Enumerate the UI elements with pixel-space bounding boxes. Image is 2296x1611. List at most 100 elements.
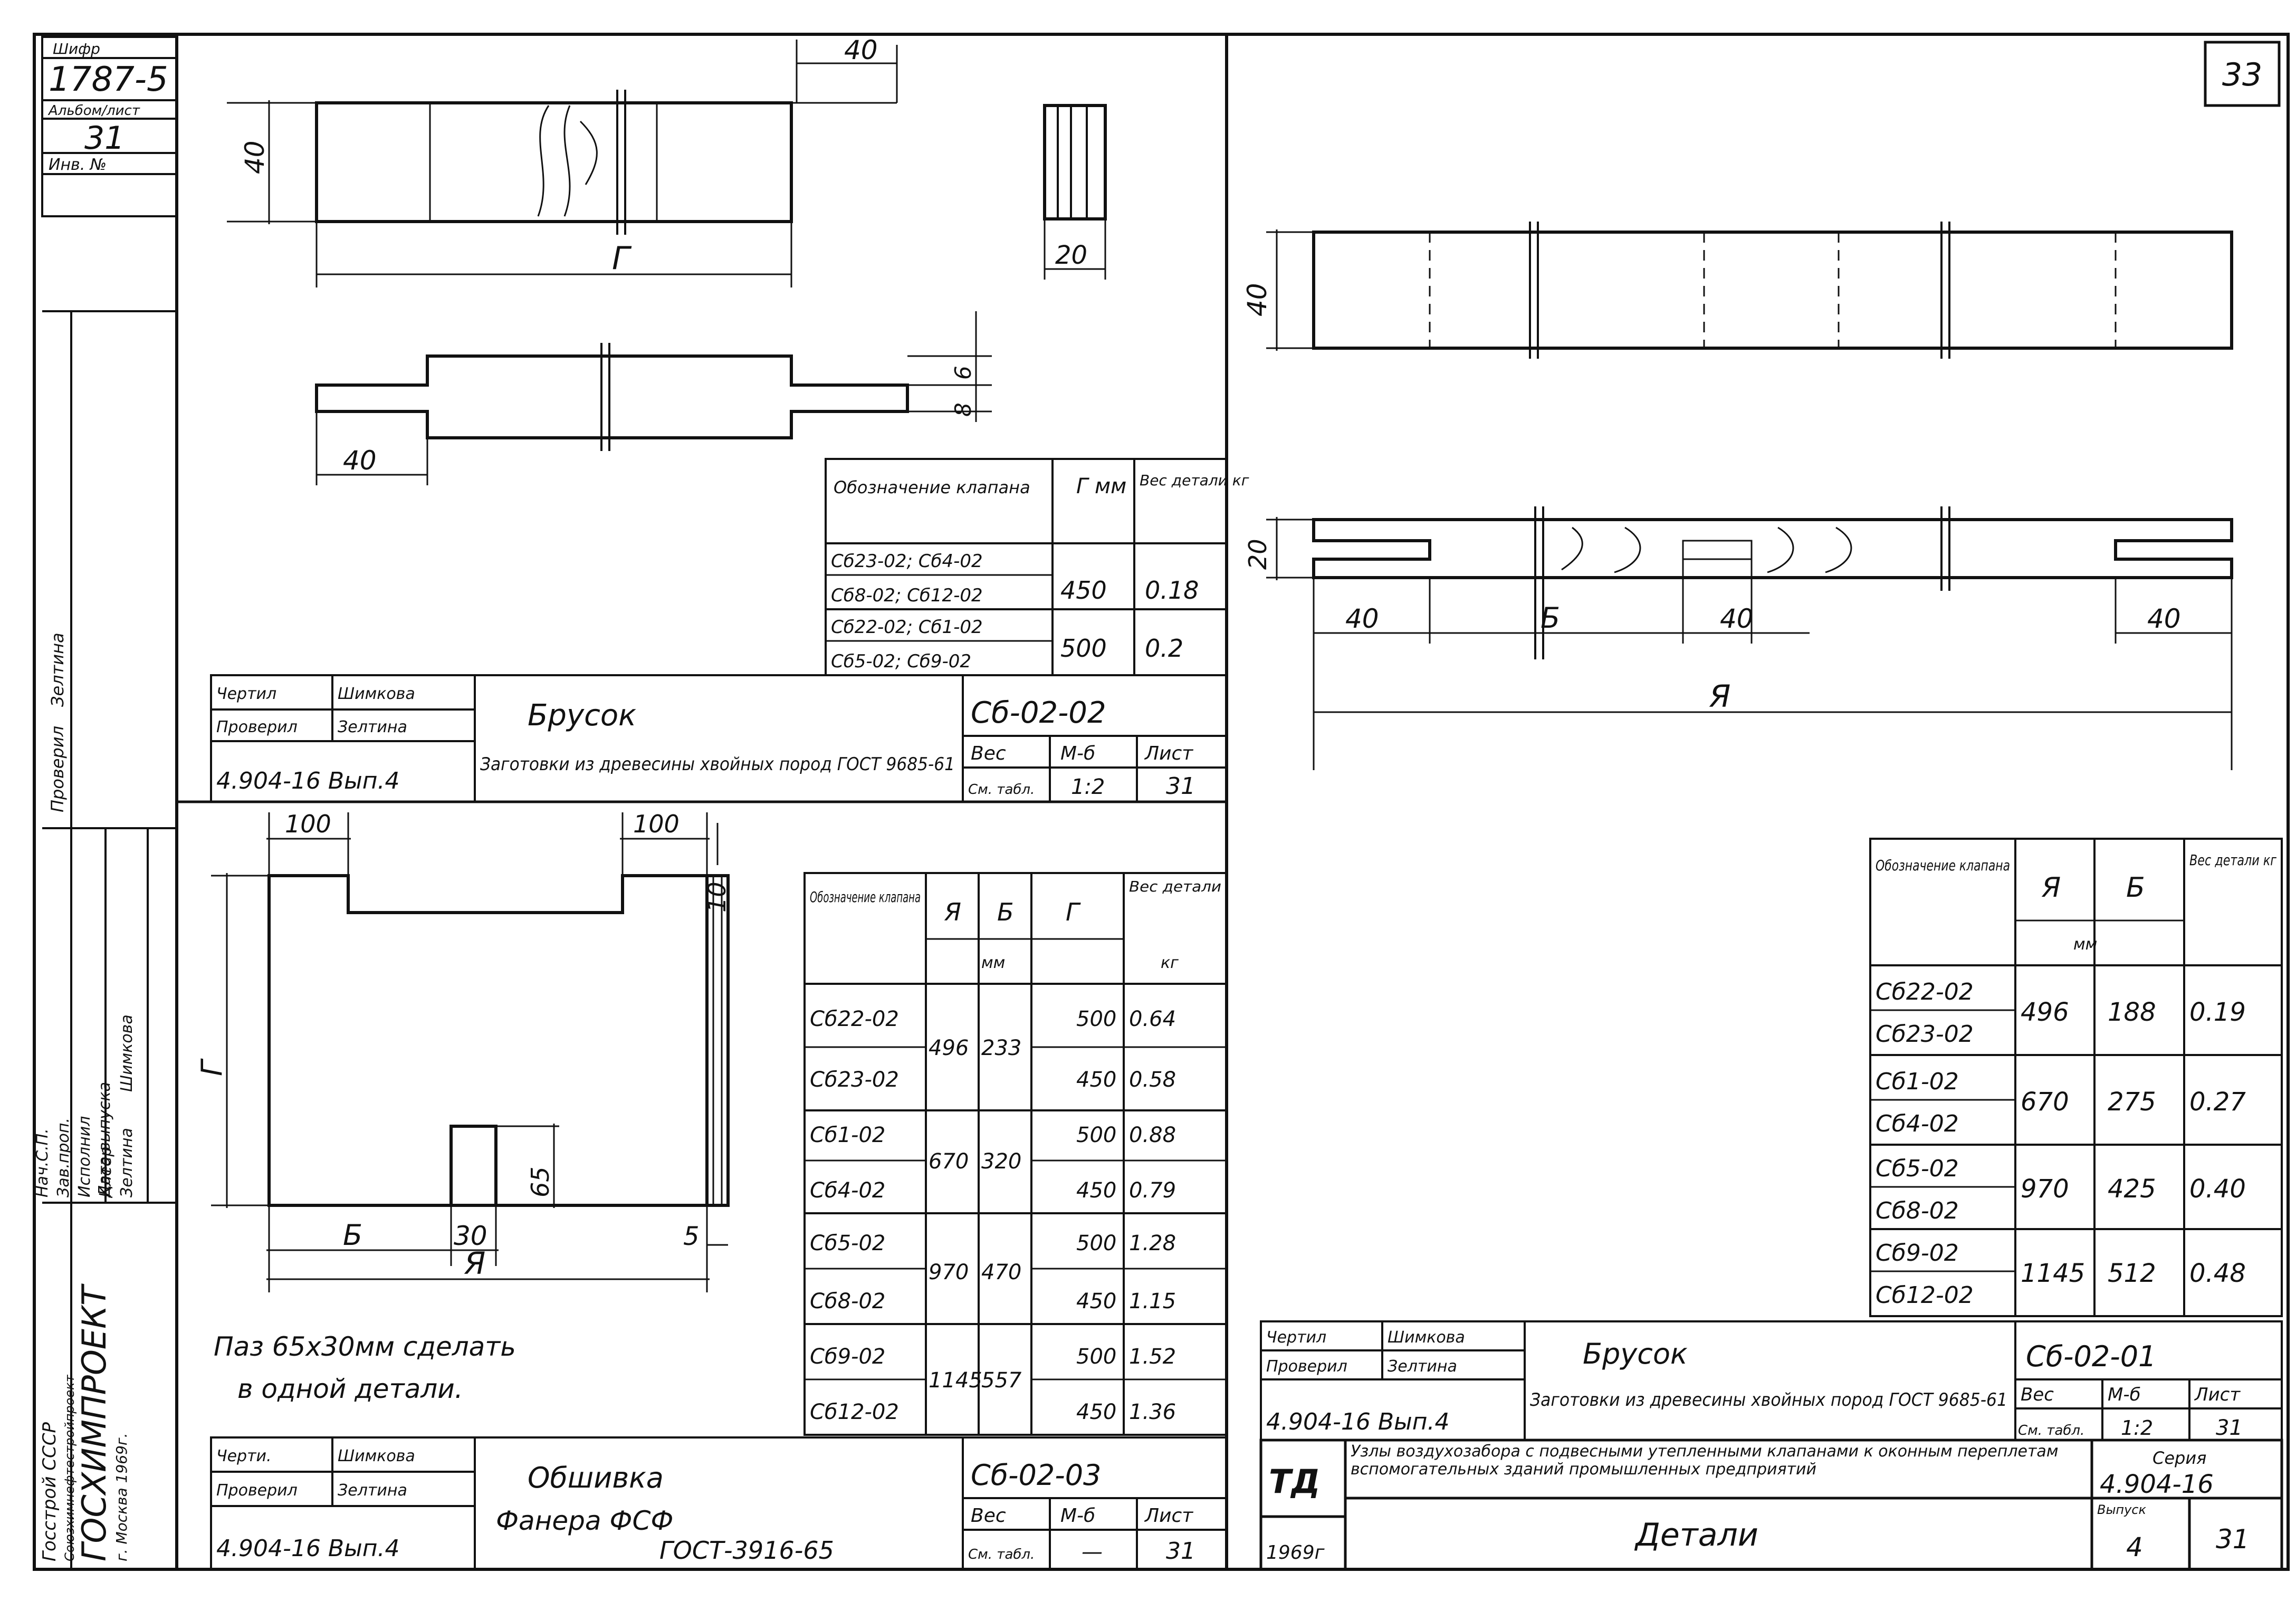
stamp-roles: Нач.С.П. Зав.проп. Исполнил Дата выпуска xyxy=(33,1082,114,1198)
stamp-name-1: Клеер xyxy=(97,1147,115,1197)
part-g-drew-label: Чертил xyxy=(216,685,276,703)
part-a-material: Заготовки из древесины хвойных пород ГОС… xyxy=(1530,1389,2007,1411)
part-g-th-w: Вес детали кг xyxy=(1140,472,1249,489)
cladding-pair1-a: 496 xyxy=(929,1036,969,1060)
cladding-dim-slot-h: 65 xyxy=(526,1166,554,1197)
part-a-plan xyxy=(1312,231,2233,350)
part-a-code-1: Сб22-02 xyxy=(1876,979,1974,1005)
cladding-title-block xyxy=(210,1436,1228,1570)
cladding-dim-notch2: 100 xyxy=(633,810,680,838)
part-a-checked-label: Проверил xyxy=(1266,1357,1347,1376)
cladding-r7-w: 1.52 xyxy=(1129,1345,1176,1369)
cladding-r8-code: Сб12-02 xyxy=(810,1400,899,1424)
cladding-weight-value: См. табл. xyxy=(968,1547,1035,1562)
cladding-pair1-b: 233 xyxy=(981,1036,1021,1060)
part-a-sheet-label: Лист xyxy=(2194,1384,2241,1405)
cladding-dim-a: Я xyxy=(464,1245,485,1281)
cladding-r8-w: 1.36 xyxy=(1129,1400,1176,1424)
cladding-drew-name: Шимкова xyxy=(338,1447,415,1465)
cladding-r2-code: Сб23-02 xyxy=(810,1068,899,1092)
part-a-g4-a: 1145 xyxy=(2021,1259,2085,1288)
main-title-block xyxy=(1259,1439,2283,1571)
cladding-sheet-label: Лист xyxy=(1144,1505,1193,1527)
cladding-weight-label: Вес xyxy=(971,1505,1006,1527)
part-a-g1-w: 0.19 xyxy=(2189,998,2246,1027)
stamp-org-1: Госстрой СССР xyxy=(39,1422,60,1561)
cladding-r1-g: 500 xyxy=(1076,1007,1116,1031)
stamp-shifr: 1787-5 xyxy=(49,60,168,99)
cladding-r4-w: 0.79 xyxy=(1129,1178,1176,1203)
part-g-dim-end: 20 xyxy=(1055,241,1087,270)
stamp-checked-group: Проверил Зелтина xyxy=(47,632,68,812)
cladding-th-b: Б xyxy=(997,898,1014,926)
cladding-r6-code: Сб8-02 xyxy=(810,1289,885,1313)
part-g-dim-length: Г xyxy=(612,240,632,277)
part-g-scale: 1:2 xyxy=(1071,775,1105,799)
cladding-r5-code: Сб5-02 xyxy=(810,1231,885,1255)
cladding-r5-w: 1.28 xyxy=(1129,1231,1176,1255)
part-g-dim-6: 6 xyxy=(950,366,976,380)
cladding-unit-mm: мм xyxy=(981,954,1005,972)
cladding-r4-code: Сб4-02 xyxy=(810,1178,885,1203)
part-g-checked-label: Проверил xyxy=(216,718,298,736)
cladding-th-w: Вес детали xyxy=(1129,878,1221,895)
part-g-dim-tenon: 40 xyxy=(343,445,377,476)
part-g-end-view xyxy=(1043,104,1107,220)
part-a-th-a: Я xyxy=(2041,872,2061,904)
cladding-dim-g: Г xyxy=(195,1058,228,1076)
cladding-note-2: в одной детали. xyxy=(237,1374,463,1404)
part-a-g4-w: 0.48 xyxy=(2189,1259,2246,1288)
part-a-dim-40b: 40 xyxy=(1720,603,1754,634)
cladding-table xyxy=(803,872,1228,1436)
cladding-r3-w: 0.88 xyxy=(1129,1123,1176,1147)
part-g-r1-c2: Сб8-02; Сб12-02 xyxy=(831,585,983,606)
part-g-weight-value: См. табл. xyxy=(968,782,1035,798)
cladding-material: Фанера ФСФ xyxy=(496,1505,673,1536)
part-g-checked-name: Зелтина xyxy=(338,718,407,736)
cladding-r6-g: 450 xyxy=(1076,1289,1116,1313)
part-a-mat-label: М-б xyxy=(2108,1384,2141,1405)
part-a-dim-h-top: 40 xyxy=(1242,283,1273,317)
main-title-year: 1969г xyxy=(1266,1542,1325,1564)
stamp-role-1: Нач.С.П. xyxy=(33,1128,52,1197)
part-a-g4-b: 512 xyxy=(2108,1259,2156,1288)
stamp-inv-label: Инв. № xyxy=(49,156,107,174)
cladding-checked-label: Проверил xyxy=(216,1481,298,1500)
cladding-r1-w: 0.64 xyxy=(1129,1007,1176,1031)
part-g-weight-label: Вес xyxy=(971,743,1006,764)
part-g-title-block xyxy=(210,674,1228,803)
cladding-sheet: 31 xyxy=(1166,1538,1195,1565)
cladding-slot xyxy=(449,1125,498,1207)
part-a-unit-mm: мм xyxy=(2073,935,2097,954)
cladding-material-std: ГОСТ-3916-65 xyxy=(659,1536,834,1565)
cladding-checked-name: Зелтина xyxy=(338,1481,407,1500)
cladding-th-a: Я xyxy=(944,898,961,926)
main-title-td: ТД xyxy=(1269,1462,1321,1501)
part-g-code: Сб-02-02 xyxy=(971,696,1106,730)
cladding-dim-slot-w: 30 xyxy=(454,1221,487,1251)
cladding-note-1: Паз 65х30мм сделать xyxy=(214,1331,516,1362)
stamp-org-4: г. Москва 1969г. xyxy=(113,1433,130,1561)
part-a-series: 4.904-16 Вып.4 xyxy=(1266,1408,1450,1435)
part-g-r2-c1: Сб22-02; Сб1-02 xyxy=(831,617,983,638)
cladding-r6-w: 1.15 xyxy=(1129,1289,1176,1313)
cladding-name: Обшивка xyxy=(528,1461,664,1494)
part-g-dim-top: 40 xyxy=(844,35,878,65)
part-a-weight-value: См. табл. xyxy=(2018,1423,2084,1439)
part-a-g1-b: 188 xyxy=(2108,998,2156,1027)
cladding-pair4-b: 557 xyxy=(981,1368,1022,1393)
main-title-series: 4.904-16 xyxy=(2100,1470,2214,1499)
stamp-org-3: ГОСХИМПРОЕКТ xyxy=(75,1283,113,1561)
part-g-r1-g: 450 xyxy=(1060,576,1107,605)
part-cladding-drawing xyxy=(211,812,730,1292)
part-a-dim-a: Я xyxy=(1709,678,1730,714)
cladding-r8-g: 450 xyxy=(1076,1400,1116,1424)
part-a-code-2: Сб23-02 xyxy=(1876,1021,1974,1048)
cladding-dim-five: 5 xyxy=(683,1222,700,1251)
main-title-series-label: Серия xyxy=(2152,1448,2206,1468)
part-a-scale: 1:2 xyxy=(2121,1416,2153,1440)
cladding-th-g: Г xyxy=(1066,898,1081,926)
part-g-r2-c2: Сб5-02; Сб9-02 xyxy=(831,651,971,672)
sheet-number: 33 xyxy=(2222,56,2262,93)
part-a-title-block xyxy=(1260,1320,2283,1441)
